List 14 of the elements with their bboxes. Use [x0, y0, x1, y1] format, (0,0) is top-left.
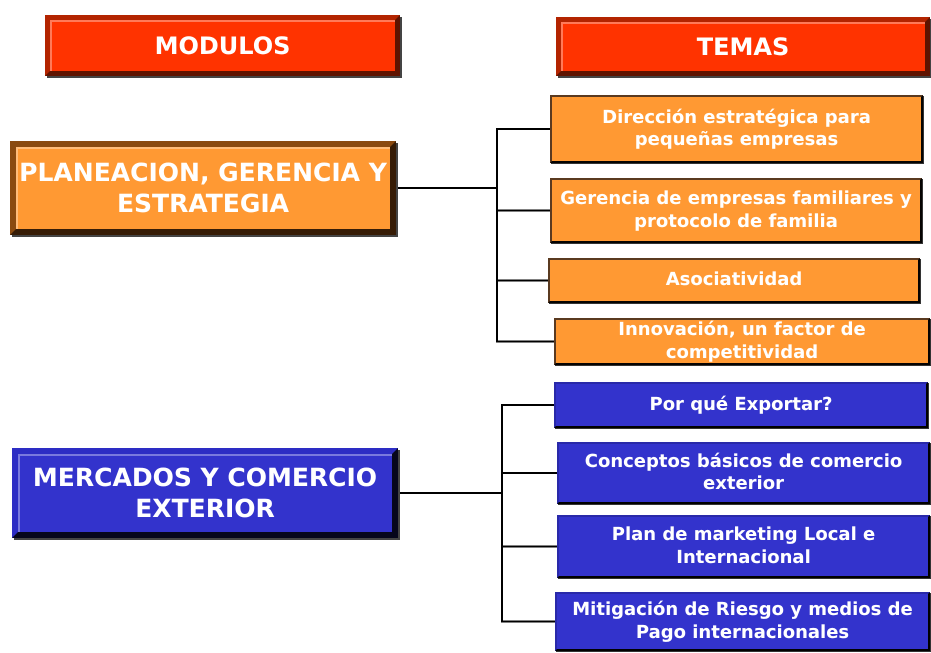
connector-line: [396, 187, 554, 342]
topic-box: Innovación, un factor de competitividad: [554, 318, 930, 365]
topic-box: Mitigación de Riesgo y medios de Pago internacionales: [555, 592, 930, 651]
topic-box: Conceptos básicos de comercio exterior: [557, 442, 930, 504]
connector-line: [398, 492, 555, 622]
header-banner: TEMAS: [556, 17, 930, 76]
module-box: MERCADOS Y COMERCIO EXTERIOR: [12, 448, 398, 538]
topic-box: Plan de marketing Local e Internacional: [557, 515, 930, 578]
topic-box: Dirección estratégica para pequeñas empresas: [550, 95, 923, 163]
topic-box: Gerencia de empresas familiares y protocolo de familia: [550, 178, 922, 243]
module-box: PLANEACION, GERENCIA Y ESTRATEGIA: [10, 141, 396, 235]
topic-box: Asociatividad: [548, 258, 920, 303]
topic-box: Por qué Exportar?: [554, 382, 928, 428]
header-banner: MODULOS: [45, 15, 400, 76]
